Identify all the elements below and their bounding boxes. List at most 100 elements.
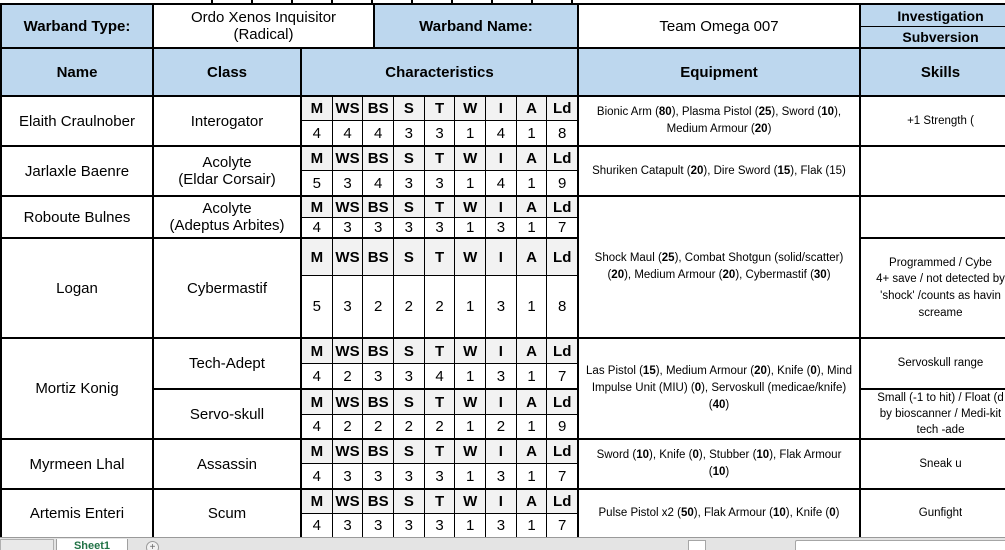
name-cell[interactable]: Jarlaxle Baenre [2, 147, 154, 197]
stat-cell[interactable]: BS [363, 197, 395, 218]
stat-cell[interactable]: M [302, 147, 333, 171]
stat-cell[interactable]: WS [332, 97, 364, 121]
stat-cell[interactable]: 5 [302, 276, 333, 337]
stat-cell[interactable]: S [394, 197, 425, 218]
stat-cell[interactable]: 3 [363, 364, 395, 388]
mission-investigation-cell[interactable]: Investigation [861, 5, 1005, 27]
stat-cell[interactable]: W [455, 490, 487, 514]
stat-cell[interactable]: T [424, 197, 456, 218]
stat-cell[interactable]: 3 [332, 218, 364, 237]
stat-cell[interactable]: 4 [302, 415, 333, 438]
class-cell[interactable]: Tech-Adept [154, 339, 302, 390]
stat-cell[interactable]: 2 [394, 276, 425, 337]
stat-cell[interactable]: S [394, 490, 425, 514]
stat-cell[interactable]: 2 [332, 364, 364, 388]
sheet-tab-sheet1[interactable]: Sheet1 [56, 539, 128, 550]
name-cell[interactable]: Elaith Craulnober [2, 97, 154, 147]
stat-cell[interactable]: 1 [455, 364, 487, 388]
stat-cell[interactable]: A [516, 339, 548, 364]
mission-subversion-cell[interactable]: Subversion [861, 27, 1005, 49]
stat-cell[interactable]: 3 [332, 514, 364, 537]
stat-cell[interactable]: 3 [486, 218, 517, 237]
stat-cell[interactable]: T [424, 490, 456, 514]
stat-cell[interactable]: 3 [424, 121, 456, 145]
stat-cell[interactable]: 3 [332, 464, 364, 488]
skills-cell[interactable]: +1 Strength ( [861, 97, 1005, 147]
warband-name-label-cell[interactable]: Warband Name: [375, 5, 579, 49]
stat-cell[interactable]: 4 [302, 121, 333, 145]
stat-cell[interactable]: BS [363, 339, 395, 364]
stat-cell[interactable]: 5 [302, 171, 333, 195]
stat-cell[interactable]: T [424, 147, 456, 171]
stat-cell[interactable]: 3 [486, 364, 517, 388]
stat-cell[interactable]: T [424, 339, 456, 364]
stat-cell[interactable]: Ld [547, 97, 578, 121]
stat-cell[interactable]: A [516, 440, 548, 464]
stat-cell[interactable]: T [424, 390, 456, 415]
name-cell[interactable]: Myrmeen Lhal [2, 440, 154, 490]
stat-cell[interactable]: W [455, 339, 487, 364]
stat-cell[interactable]: Ld [547, 440, 578, 464]
stat-cell[interactable]: 1 [516, 514, 548, 537]
stat-cell[interactable]: W [455, 440, 487, 464]
stat-cell[interactable]: 4 [302, 364, 333, 388]
stat-cell[interactable]: 2 [363, 276, 395, 337]
stat-cell[interactable]: 3 [486, 464, 517, 488]
horizontal-scrollbar-thumb[interactable] [795, 540, 1005, 550]
stat-cell[interactable]: M [302, 239, 333, 276]
stat-cell[interactable]: 1 [455, 218, 487, 237]
equipment-cell[interactable]: Sword (10), Knife (0), Stubber (10), Fla… [579, 440, 861, 490]
column-header-name[interactable]: Name [2, 49, 154, 97]
class-cell[interactable]: Scum [154, 490, 302, 539]
stat-cell[interactable]: Ld [547, 339, 578, 364]
class-cell[interactable]: Cybermastif [154, 239, 302, 339]
stat-cell[interactable]: M [302, 390, 333, 415]
skills-cell[interactable] [861, 147, 1005, 197]
stat-cell[interactable]: 3 [424, 218, 456, 237]
stat-cell[interactable]: A [516, 197, 548, 218]
stat-cell[interactable]: I [486, 197, 517, 218]
stat-cell[interactable]: 3 [332, 171, 364, 195]
stat-cell[interactable]: 1 [516, 121, 548, 145]
stat-cell[interactable]: A [516, 147, 548, 171]
stat-cell[interactable]: 4 [486, 121, 517, 145]
stat-cell[interactable]: 4 [302, 464, 333, 488]
stat-cell[interactable]: 1 [516, 464, 548, 488]
stat-cell[interactable]: 2 [424, 415, 456, 438]
stat-cell[interactable]: 1 [455, 415, 487, 438]
sheet-nav-area[interactable] [0, 539, 54, 550]
class-cell[interactable]: Acolyte (Adeptus Arbites) [154, 197, 302, 239]
column-header-equipment[interactable]: Equipment [579, 49, 861, 97]
stat-cell[interactable]: 3 [424, 514, 456, 537]
stat-cell[interactable]: WS [332, 239, 364, 276]
stat-cell[interactable]: 4 [486, 171, 517, 195]
stat-cell[interactable]: 3 [332, 276, 364, 337]
stat-cell[interactable]: WS [332, 390, 364, 415]
stat-cell[interactable]: 1 [516, 415, 548, 438]
stat-cell[interactable]: 7 [547, 514, 578, 537]
stat-cell[interactable]: 4 [363, 121, 395, 145]
equipment-cell-merged[interactable]: Shock Maul (25), Combat Shotgun (solid/s… [579, 197, 861, 339]
stat-cell[interactable]: 1 [516, 218, 548, 237]
stat-cell[interactable]: 3 [394, 464, 425, 488]
stat-cell[interactable]: I [486, 390, 517, 415]
stat-cell[interactable]: 3 [486, 276, 517, 337]
stat-cell[interactable]: 3 [394, 171, 425, 195]
stat-cell[interactable]: T [424, 440, 456, 464]
stat-cell[interactable]: W [455, 147, 487, 171]
stat-cell[interactable]: 3 [394, 514, 425, 537]
stat-cell[interactable]: BS [363, 147, 395, 171]
stat-cell[interactable]: S [394, 147, 425, 171]
stat-cell[interactable]: W [455, 197, 487, 218]
skills-cell[interactable] [861, 197, 1005, 239]
stat-cell[interactable]: 1 [516, 364, 548, 388]
equipment-cell-merged[interactable]: Las Pistol (15), Medium Armour (20), Kni… [579, 339, 861, 440]
stat-cell[interactable]: 7 [547, 218, 578, 237]
stat-cell[interactable]: A [516, 97, 548, 121]
stat-cell[interactable]: S [394, 97, 425, 121]
stat-cell[interactable]: 4 [302, 218, 333, 237]
stat-cell[interactable]: WS [332, 490, 364, 514]
stat-cell[interactable]: 2 [424, 276, 456, 337]
stat-cell[interactable]: 4 [302, 514, 333, 537]
